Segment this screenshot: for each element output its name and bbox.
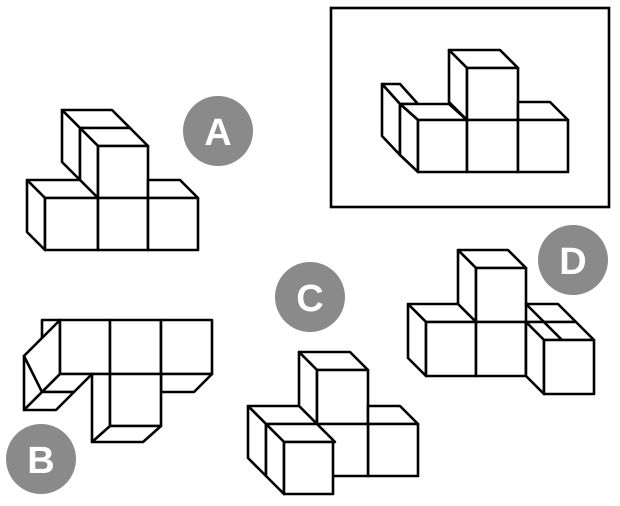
option-c-figure[interactable] bbox=[246, 350, 420, 496]
badge-circle bbox=[538, 225, 608, 295]
option-b-badge[interactable]: B bbox=[6, 424, 76, 494]
option-c-label: C bbox=[296, 278, 323, 320]
badge-circle bbox=[6, 424, 76, 494]
option-a-badge[interactable]: A bbox=[183, 96, 253, 166]
option-d-label: D bbox=[559, 241, 586, 283]
option-b-figure[interactable] bbox=[22, 318, 214, 444]
option-a-label: A bbox=[204, 112, 231, 154]
badge-circle bbox=[275, 262, 345, 332]
option-d-badge[interactable]: D bbox=[538, 225, 608, 295]
option-b-label: B bbox=[27, 440, 54, 482]
badge-circle bbox=[183, 96, 253, 166]
option-a-figure[interactable] bbox=[25, 108, 200, 252]
option-d-figure[interactable] bbox=[406, 248, 596, 396]
reference-frame bbox=[329, 6, 611, 209]
reference-figure bbox=[329, 6, 611, 209]
option-c-badge[interactable]: C bbox=[275, 262, 345, 332]
